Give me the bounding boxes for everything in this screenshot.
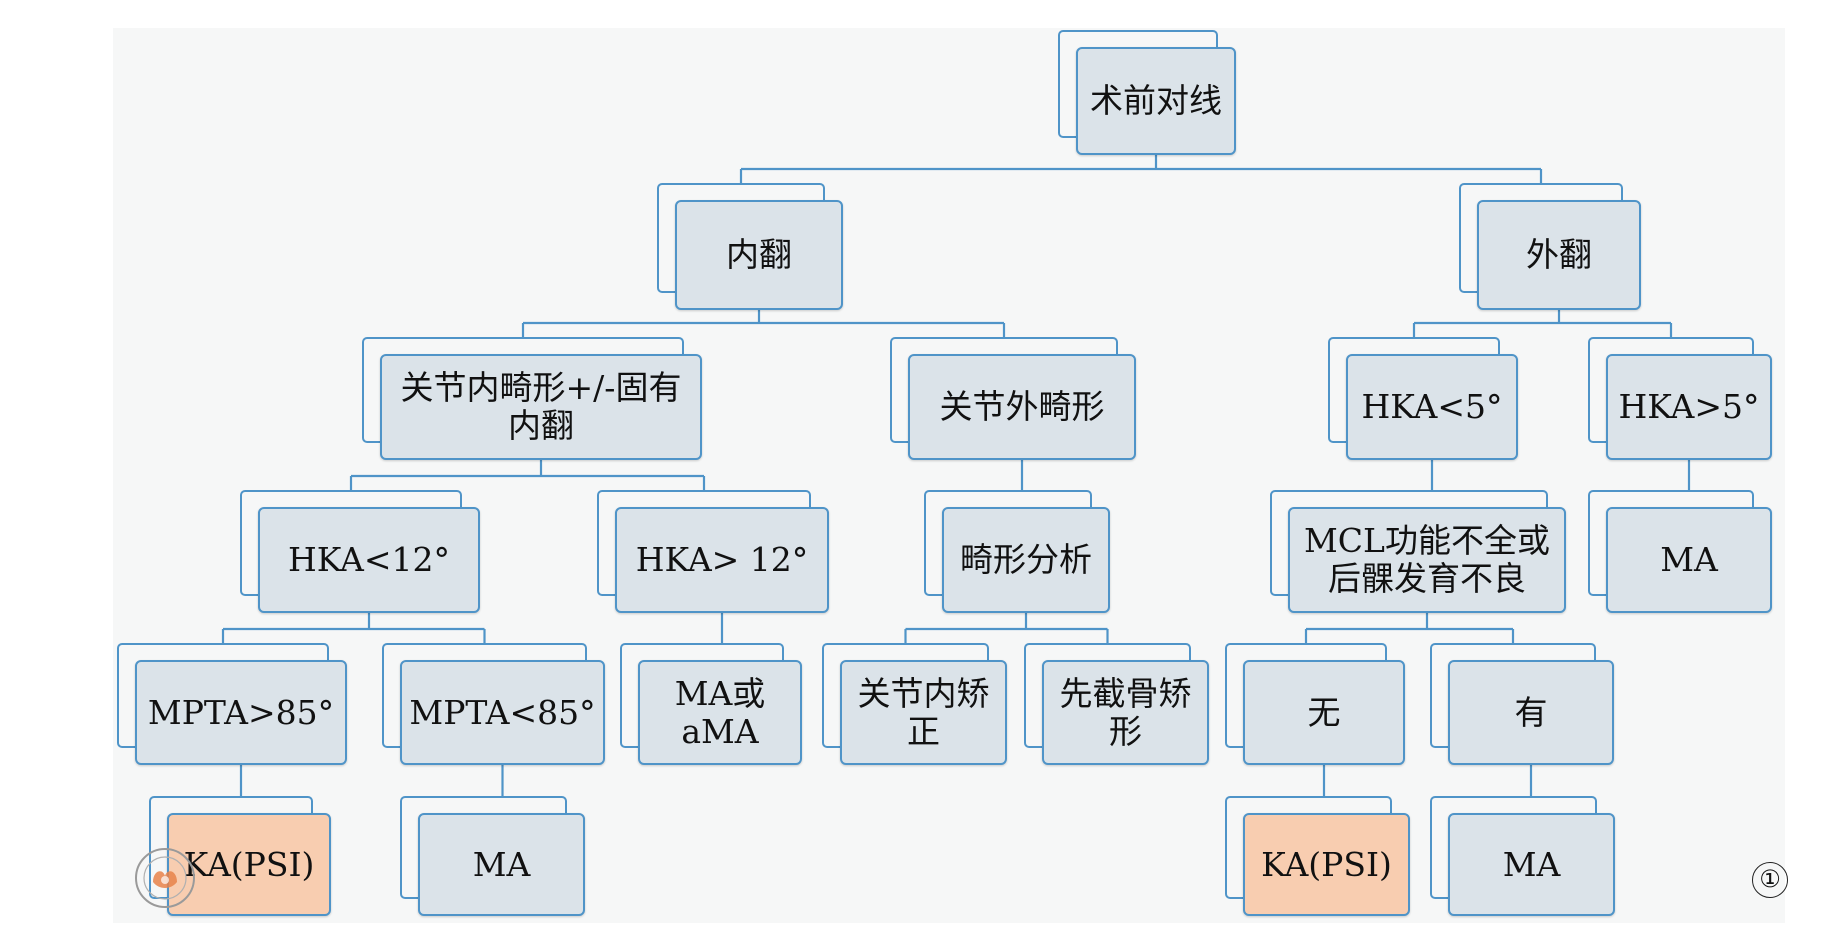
- figure-number-label: ①: [1752, 862, 1788, 898]
- node-box: MA: [1448, 813, 1615, 916]
- node-box: KA(PSI): [167, 813, 331, 916]
- node-box: 先截骨矫 形: [1042, 660, 1209, 765]
- node-label: 无: [1307, 692, 1341, 732]
- node-ma-ama: MA或 aMA: [620, 643, 802, 765]
- node-hka12gt: HKA> 12°: [597, 490, 829, 613]
- node-label: 术前对线: [1090, 81, 1222, 120]
- node-hka12lt: HKA<12°: [240, 490, 480, 613]
- node-box: HKA<12°: [258, 507, 480, 613]
- node-box: MPTA<85°: [400, 660, 605, 765]
- node-root: 术前对线: [1058, 30, 1236, 155]
- node-box: 内翻: [675, 200, 843, 310]
- node-box: 有: [1448, 660, 1614, 765]
- node-label: MA: [1660, 540, 1718, 579]
- node-hka5gt: HKA>5°: [1588, 337, 1772, 460]
- node-label: 关节内畸形+/-固有 内翻: [400, 368, 682, 445]
- node-label: HKA<12°: [287, 540, 451, 579]
- node-box: MCL功能不全或 后髁发育不良: [1288, 507, 1566, 613]
- node-label: 有: [1514, 692, 1548, 732]
- node-box: MA: [418, 813, 585, 916]
- node-mpta-gt: MPTA>85°: [117, 643, 347, 765]
- node-varus: 内翻: [657, 183, 843, 310]
- node-label: 畸形分析: [960, 540, 1092, 579]
- node-box: 外翻: [1477, 200, 1641, 310]
- node-box: 关节内矫 正: [840, 660, 1007, 765]
- node-label: 外翻: [1526, 235, 1592, 274]
- node-label: MCL功能不全或 后髁发育不良: [1304, 521, 1550, 598]
- node-intra-correct: 关节内矫 正: [822, 643, 1007, 765]
- node-label: MPTA<85°: [409, 692, 596, 732]
- node-osteotomy: 先截骨矫 形: [1024, 643, 1209, 765]
- node-box: MA或 aMA: [638, 660, 802, 765]
- node-box: 关节内畸形+/-固有 内翻: [380, 354, 702, 460]
- node-label: 内翻: [726, 235, 792, 274]
- node-ma-left: MA: [400, 796, 585, 916]
- node-label: MA: [472, 844, 531, 884]
- node-ka-psi-left: KA(PSI): [149, 796, 331, 916]
- node-yes: 有: [1430, 643, 1614, 765]
- node-intra: 关节内畸形+/-固有 内翻: [362, 337, 702, 460]
- node-box: 畸形分析: [942, 507, 1110, 613]
- node-hka5lt: HKA<5°: [1328, 337, 1518, 460]
- journal-seal-logo: [135, 848, 195, 908]
- node-box: MA: [1606, 507, 1772, 613]
- node-box: 无: [1243, 660, 1405, 765]
- node-mcl: MCL功能不全或 后髁发育不良: [1270, 490, 1566, 613]
- node-label: MPTA>85°: [147, 692, 335, 732]
- node-label: 先截骨矫 形: [1059, 673, 1192, 751]
- node-label: MA: [1502, 844, 1561, 884]
- node-box: MPTA>85°: [135, 660, 347, 765]
- node-label: HKA> 12°: [635, 540, 809, 579]
- node-extra: 关节外畸形: [890, 337, 1136, 460]
- node-label: 关节外畸形: [939, 387, 1105, 426]
- node-none: 无: [1225, 643, 1405, 765]
- node-box: HKA> 12°: [615, 507, 829, 613]
- node-label: MA或 aMA: [674, 673, 766, 751]
- node-box: HKA<5°: [1346, 354, 1518, 460]
- node-box: 关节外畸形: [908, 354, 1136, 460]
- node-ma-valgus: MA: [1588, 490, 1772, 613]
- node-box: KA(PSI): [1243, 813, 1410, 916]
- node-label: KA(PSI): [1261, 844, 1392, 884]
- node-ma-right: MA: [1430, 796, 1615, 916]
- node-label: 关节内矫 正: [857, 673, 990, 751]
- node-analysis: 畸形分析: [924, 490, 1110, 613]
- node-valgus: 外翻: [1459, 183, 1641, 310]
- node-label: KA(PSI): [183, 844, 315, 884]
- node-box: HKA>5°: [1606, 354, 1772, 460]
- node-ka-psi-right: KA(PSI): [1225, 796, 1410, 916]
- node-box: 术前对线: [1076, 47, 1236, 155]
- node-mpta-lt: MPTA<85°: [382, 643, 605, 765]
- node-label: HKA<5°: [1361, 387, 1503, 426]
- node-label: HKA>5°: [1618, 387, 1760, 426]
